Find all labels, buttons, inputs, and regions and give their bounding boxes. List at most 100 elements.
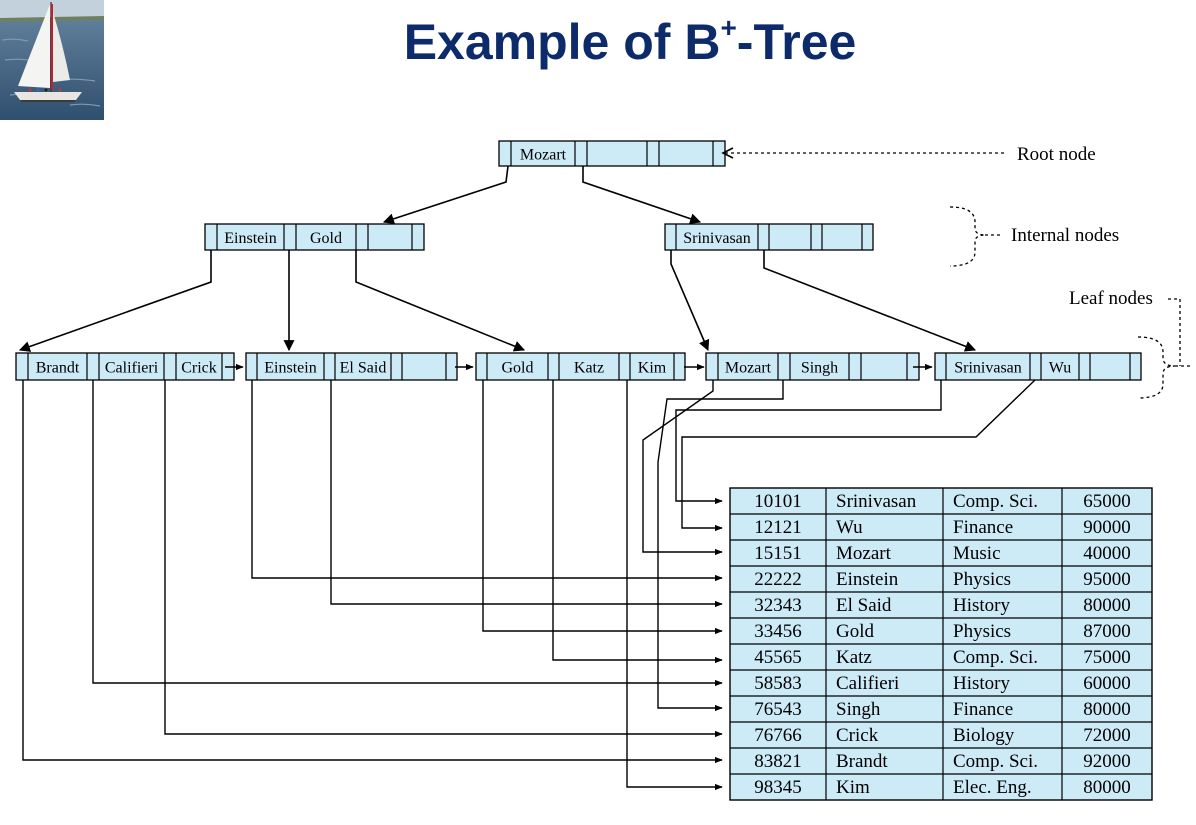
annotation-leaf bbox=[1137, 298, 1190, 399]
name-cell: Crick bbox=[836, 725, 879, 746]
node-leaf2: Einstein El Said bbox=[245, 352, 458, 381]
salary-cell: 87000 bbox=[1083, 621, 1131, 642]
id-cell: 33456 bbox=[754, 621, 802, 642]
node-key: Singh bbox=[801, 360, 838, 377]
name-cell: Califieri bbox=[836, 673, 899, 694]
leaf-nodes-label: Leaf nodes bbox=[1069, 288, 1153, 309]
dept-cell: Physics bbox=[953, 569, 1011, 590]
ptr-gold bbox=[482, 380, 723, 635]
title-superscript: + bbox=[720, 12, 737, 43]
node-internal-right: Srinivasan bbox=[664, 223, 874, 251]
edge-root-to-left bbox=[382, 165, 509, 225]
node-key: Katz bbox=[574, 360, 604, 377]
name-cell: Katz bbox=[836, 647, 872, 668]
node-leaf3: Gold Katz Kim bbox=[475, 352, 686, 381]
root-node-label: Root node bbox=[1017, 144, 1096, 165]
record-pointers bbox=[22, 379, 1036, 791]
ptr-brandt bbox=[22, 380, 723, 764]
ptr-el-said bbox=[330, 380, 723, 608]
salary-cell: 60000 bbox=[1083, 673, 1131, 694]
id-cell: 58583 bbox=[754, 673, 802, 694]
ptr-srinivasan bbox=[675, 380, 942, 505]
name-cell: Singh bbox=[836, 699, 881, 720]
dept-cell: Finance bbox=[953, 699, 1013, 720]
node-key: Einstein bbox=[264, 360, 316, 377]
ptr-wu bbox=[681, 379, 1036, 532]
name-cell: El Said bbox=[836, 595, 892, 616]
id-cell: 10101 bbox=[754, 491, 802, 512]
salary-cell: 95000 bbox=[1083, 569, 1131, 590]
node-internal-left: Einstein Gold bbox=[204, 223, 425, 251]
dept-cell: Comp. Sci. bbox=[953, 751, 1038, 772]
tree-edges bbox=[18, 165, 977, 352]
node-key: Einstein bbox=[224, 230, 276, 247]
salary-cell: 75000 bbox=[1083, 647, 1131, 668]
salary-cell: 80000 bbox=[1083, 777, 1131, 798]
node-key: Brandt bbox=[36, 360, 80, 377]
dept-cell: Music bbox=[953, 543, 1001, 564]
ptr-katz bbox=[552, 380, 723, 664]
table-row: 76766 Crick Biology 72000 bbox=[730, 721, 1152, 746]
title-main: Example of B bbox=[403, 14, 721, 70]
dept-cell: Physics bbox=[953, 621, 1011, 642]
salary-cell: 65000 bbox=[1083, 491, 1131, 512]
id-cell: 83821 bbox=[754, 751, 802, 772]
dept-cell: Biology bbox=[953, 725, 1015, 746]
page-title: Example of B+-Tree bbox=[300, 10, 960, 74]
sailboat-logo-icon bbox=[0, 0, 104, 120]
id-cell: 32343 bbox=[754, 595, 802, 616]
ptr-califieri bbox=[92, 380, 723, 687]
salary-cell: 80000 bbox=[1083, 595, 1131, 616]
table-row: 15151 Mozart Music 40000 bbox=[730, 539, 1152, 564]
id-cell: 22222 bbox=[754, 569, 802, 590]
dept-cell: History bbox=[953, 673, 1011, 694]
annotation-internal bbox=[949, 206, 1003, 267]
node-key: Gold bbox=[310, 230, 342, 247]
ptr-einstein bbox=[251, 380, 723, 582]
node-key: Gold bbox=[502, 360, 534, 377]
salary-cell: 40000 bbox=[1083, 543, 1131, 564]
name-cell: Mozart bbox=[836, 543, 892, 564]
node-key: Srinivasan bbox=[683, 230, 751, 247]
id-cell: 45565 bbox=[754, 647, 802, 668]
salary-cell: 80000 bbox=[1083, 699, 1131, 720]
edge-internal-to-leaf4 bbox=[670, 250, 710, 352]
node-key: Crick bbox=[181, 360, 217, 377]
name-cell: Gold bbox=[836, 621, 875, 642]
node-leaf1: Brandt Califieri Crick bbox=[15, 352, 235, 381]
id-cell: 76766 bbox=[754, 725, 802, 746]
edge-root-to-right bbox=[582, 166, 702, 225]
table-row: 45565 Katz Comp. Sci. 75000 bbox=[730, 643, 1152, 668]
ptr-kim bbox=[626, 380, 723, 791]
dept-cell: Comp. Sci. bbox=[953, 647, 1038, 668]
salary-cell: 72000 bbox=[1083, 725, 1131, 746]
id-cell: 15151 bbox=[754, 543, 802, 564]
id-cell: 98345 bbox=[754, 777, 802, 798]
name-cell: Srinivasan bbox=[836, 491, 917, 512]
id-cell: 12121 bbox=[754, 517, 802, 538]
edge-internal-to-leaf3 bbox=[355, 250, 526, 352]
table-row: 33456 Gold Physics 87000 bbox=[730, 617, 1152, 642]
table-row: 10101 Srinivasan Comp. Sci. 65000 bbox=[754, 491, 1131, 512]
salary-cell: 90000 bbox=[1083, 517, 1131, 538]
node-root: Mozart bbox=[498, 140, 726, 167]
edge-internal-to-leaf5 bbox=[763, 250, 977, 352]
dept-cell: Finance bbox=[953, 517, 1013, 538]
node-key: Wu bbox=[1049, 360, 1071, 377]
salary-cell: 92000 bbox=[1083, 751, 1131, 772]
name-cell: Einstein bbox=[836, 569, 899, 590]
dept-cell: Comp. Sci. bbox=[953, 491, 1038, 512]
edge-internal-to-leaf1 bbox=[18, 250, 212, 352]
annotation-root bbox=[721, 147, 1005, 159]
node-key: Califieri bbox=[105, 360, 159, 377]
node-key: Kim bbox=[638, 360, 667, 377]
ptr-mozart bbox=[642, 380, 723, 556]
node-key: El Said bbox=[340, 360, 387, 377]
